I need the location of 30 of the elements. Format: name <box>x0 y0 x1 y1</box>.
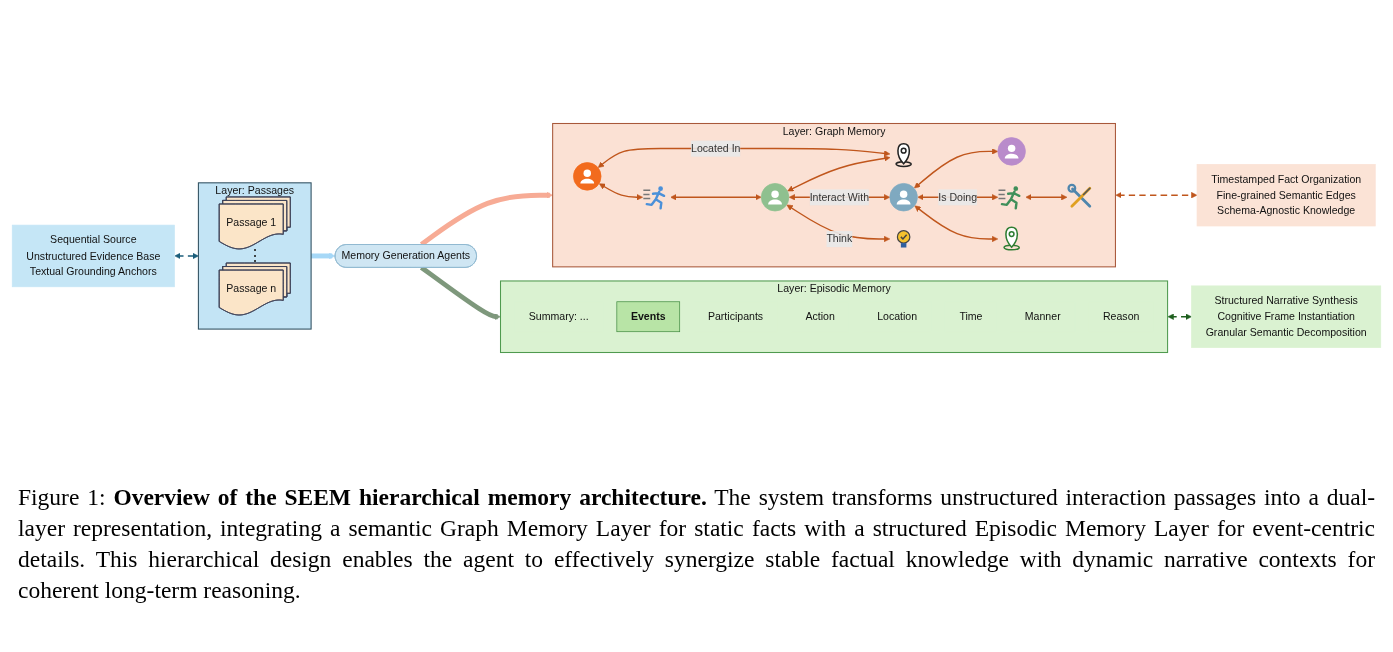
node-box: Events <box>616 301 681 333</box>
arrow <box>599 183 643 201</box>
node-text: Time <box>959 310 983 323</box>
node-text: Reason <box>1102 310 1140 323</box>
node-box: Timestamped Fact Organization Fine-grained Semantic Edges Schema-Agnostic Knowledge <box>1196 164 1376 227</box>
node-person <box>760 183 790 212</box>
edge-label: Think <box>826 232 853 245</box>
arrow <box>914 148 999 189</box>
node-person <box>573 162 602 191</box>
node-box: Sequential Source Unstructured Evidence Base Textual Grounding Anchors <box>11 224 175 288</box>
arrow <box>670 194 762 201</box>
node-person <box>997 137 1026 166</box>
arrow <box>1115 192 1198 199</box>
edge-label: Is Doing <box>938 190 978 203</box>
node-person <box>889 183 918 212</box>
arrow <box>1025 194 1068 201</box>
node-text: Location <box>877 310 918 323</box>
node-box: Structured Narrative Synthesis Cognitive Frame Instantiation Granular Semantic Decomposition <box>1191 285 1382 348</box>
arrow <box>1167 313 1192 320</box>
node-text: Action <box>805 310 835 323</box>
edge-label: Interact With <box>809 190 870 203</box>
edge-label: Located In <box>691 141 741 154</box>
node-text: Manner <box>1024 310 1061 323</box>
node-text: Participants <box>707 310 764 323</box>
node-text: Summary: ... <box>528 310 589 323</box>
arrow <box>174 252 199 260</box>
vertical-ellipsis: ⋮ <box>246 247 263 264</box>
figure-caption: Figure 1: Overview of the SEEM hierarchical memory architecture. The system transforms unstructured interaction passages into a dual-layer representation, integrating a semantic Graph Memory Layer for static facts with a structured Episodic Memory Layer for event-centric details. This hierarchical design enables the agent to effectively synergize stable factual knowledge with dynamic narrative contexts for coherent long-term reasoning. <box>18 483 1375 605</box>
arrow <box>914 205 999 243</box>
arrow <box>787 155 891 192</box>
